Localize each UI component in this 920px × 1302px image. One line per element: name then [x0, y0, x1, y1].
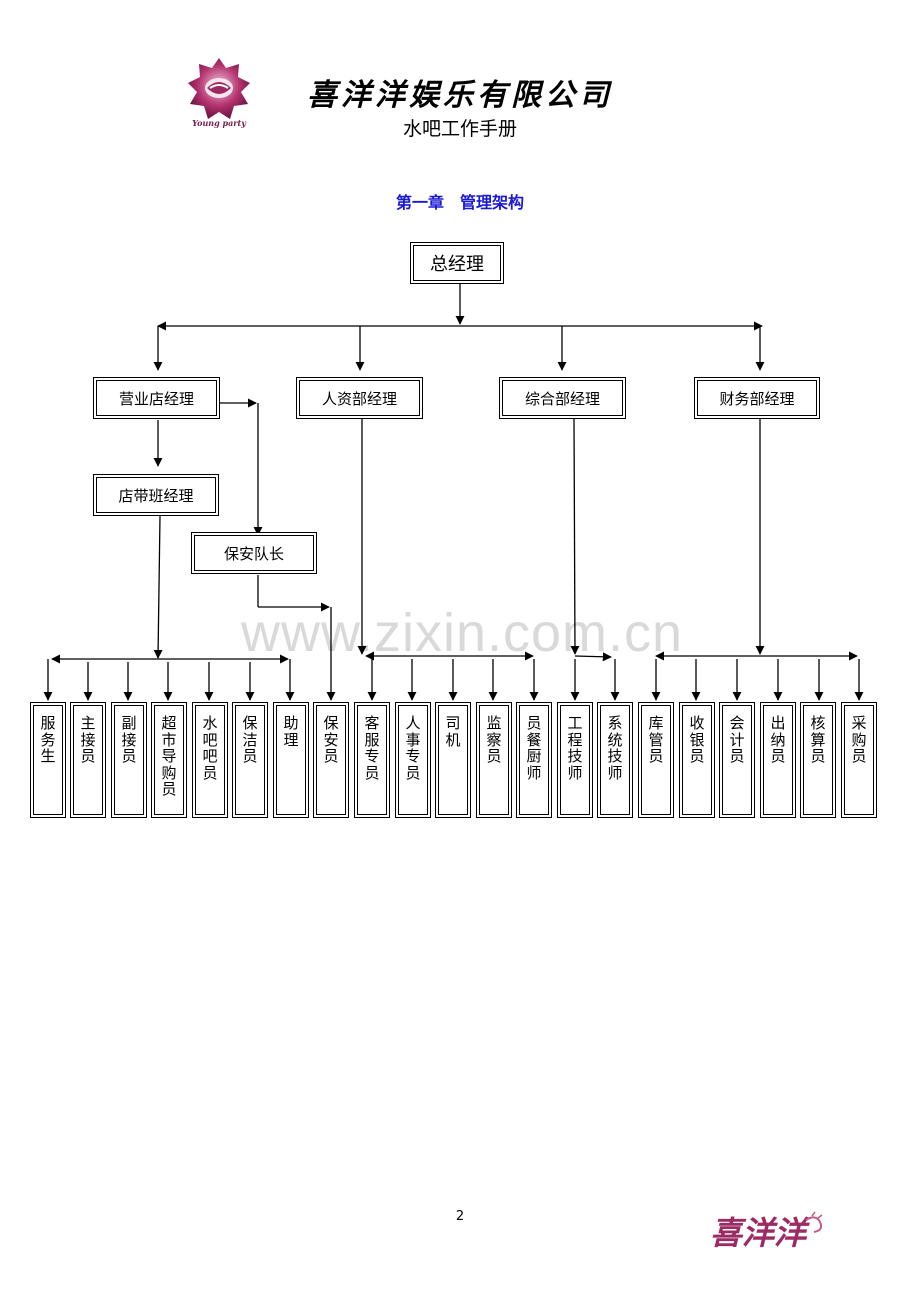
staff-label: 副 接 员	[121, 714, 137, 765]
staff-box: 客 服 专 员	[354, 702, 390, 818]
svg-text:喜洋洋: 喜洋洋	[710, 1214, 810, 1252]
staff-box: 主 接 员	[70, 702, 106, 818]
general-manager-box: 总经理	[410, 242, 504, 284]
staff-box: 副 接 员	[111, 702, 147, 818]
staff-box: 收 银 员	[679, 702, 715, 818]
staff-label: 会 计 员	[729, 714, 745, 765]
security-captain-box: 保安队长	[191, 532, 317, 574]
staff-box: 会 计 员	[719, 702, 755, 818]
staff-box: 监 察 员	[476, 702, 512, 818]
staff-box: 核 算 员	[800, 702, 836, 818]
brand-signature-logo: 喜洋洋	[710, 1211, 823, 1252]
staff-label: 收 银 员	[689, 714, 705, 765]
staff-label: 保 安 员	[323, 714, 339, 765]
hr-manager-box: 人资部经理	[296, 377, 423, 419]
staff-label: 库 管 员	[648, 714, 664, 765]
chapter-title: 第一章 管理架构	[395, 193, 524, 212]
staff-label: 水 吧 吧 员	[202, 714, 218, 782]
staff-box: 超 市 导 购 员	[151, 702, 187, 818]
staff-label: 助 理	[283, 714, 299, 749]
staff-label: 主 接 员	[80, 714, 96, 765]
staff-box: 水 吧 吧 员	[192, 702, 228, 818]
staff-box: 库 管 员	[638, 702, 674, 818]
staff-label: 客 服 专 员	[364, 714, 380, 782]
staff-label: 员 餐 厨 师	[526, 714, 542, 782]
staff-box: 采 购 员	[841, 702, 877, 818]
staff-box: 员 餐 厨 师	[516, 702, 552, 818]
general-affairs-manager-box: 综合部经理	[499, 377, 626, 419]
staff-label: 工 程 技 师	[567, 714, 583, 782]
staff-label: 保 洁 员	[242, 714, 258, 765]
company-logo: Young party	[188, 58, 250, 128]
staff-label: 核 算 员	[810, 714, 826, 765]
staff-box: 出 纳 员	[760, 702, 796, 818]
staff-label: 服 务 生	[40, 714, 56, 765]
shift-manager-box: 店带班经理	[93, 474, 219, 516]
staff-box: 司 机	[435, 702, 471, 818]
page-number: 2	[455, 1209, 465, 1224]
staff-label: 司 机	[445, 714, 461, 749]
svg-text:Young party: Young party	[192, 118, 247, 128]
staff-label: 人 事 专 员	[405, 714, 421, 782]
staff-box: 人 事 专 员	[395, 702, 431, 818]
staff-box: 保 安 员	[313, 702, 349, 818]
staff-box: 保 洁 员	[232, 702, 268, 818]
staff-box: 服 务 生	[30, 702, 66, 818]
business-manager-box: 营业店经理	[93, 377, 220, 419]
document-subtitle: 水吧工作手册	[402, 118, 517, 140]
company-name: 喜洋洋娱乐有限公司	[307, 78, 613, 113]
staff-label: 监 察 员	[486, 714, 502, 765]
staff-label: 出 纳 员	[770, 714, 786, 765]
staff-box: 系 统 技 师	[597, 702, 633, 818]
staff-label: 超 市 导 购 员	[161, 714, 177, 798]
staff-box: 助 理	[273, 702, 309, 818]
finance-manager-box: 财务部经理	[694, 377, 820, 419]
staff-box: 工 程 技 师	[557, 702, 593, 818]
staff-label: 系 统 技 师	[607, 714, 623, 782]
staff-label: 采 购 员	[851, 714, 867, 765]
